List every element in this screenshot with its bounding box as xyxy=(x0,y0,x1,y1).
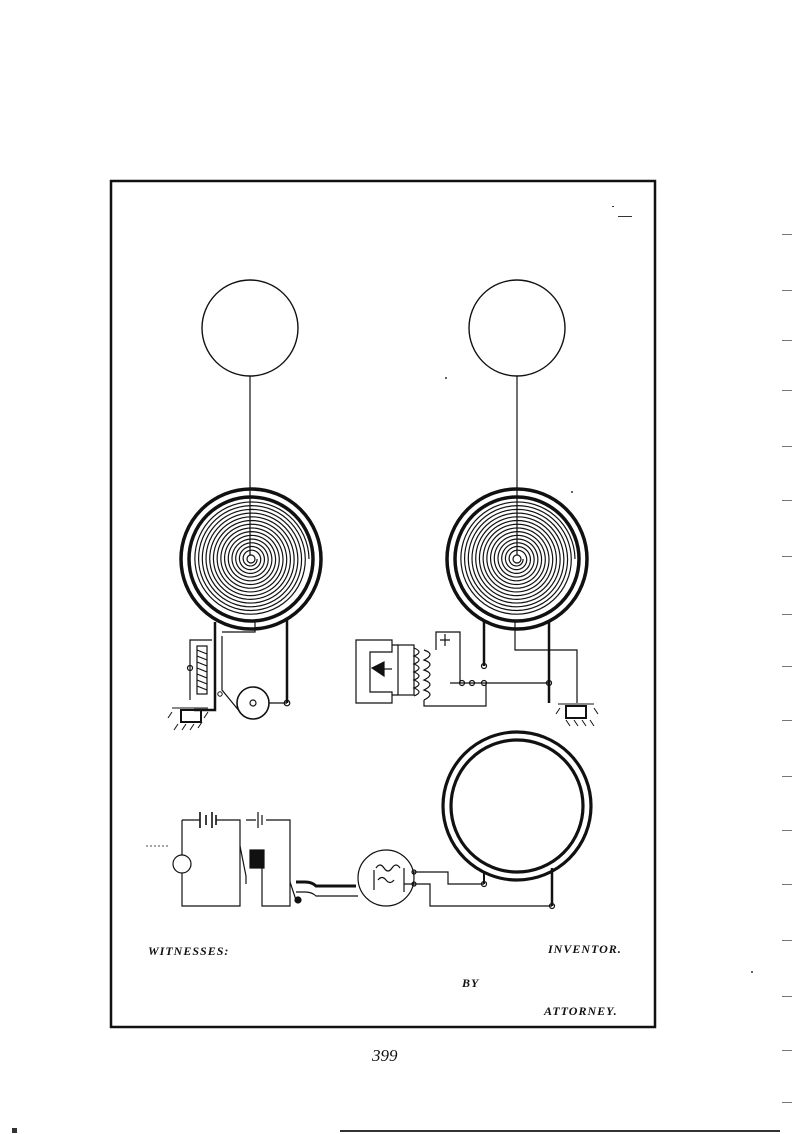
loop-antenna xyxy=(449,738,585,874)
margin-tick xyxy=(782,500,792,501)
right-station xyxy=(355,279,599,727)
attorney-label: ATTORNEY. xyxy=(544,1004,618,1018)
margin-tick xyxy=(782,340,792,341)
left-station xyxy=(167,279,323,731)
page-number: 399 xyxy=(372,1046,398,1065)
margin-tick xyxy=(782,884,792,885)
margin-tick xyxy=(782,720,792,721)
margin-tick xyxy=(782,1102,792,1103)
bottom-circuit xyxy=(146,730,593,910)
margin-tick xyxy=(782,446,792,447)
margin-tick xyxy=(782,614,792,615)
margin-tick xyxy=(782,776,792,777)
right-terminal-sphere xyxy=(468,279,566,377)
margin-tick xyxy=(782,234,792,235)
left-tuning-coil xyxy=(186,639,212,700)
spiral-center xyxy=(512,554,522,564)
right-ground-plate xyxy=(555,703,599,727)
right-receiver-transformer xyxy=(355,631,553,707)
margin-tick xyxy=(782,556,792,557)
drawing-frame xyxy=(109,179,657,1029)
left-spiral-coil xyxy=(194,501,310,615)
margin-tick xyxy=(782,940,792,941)
right-spiral-coil xyxy=(460,501,576,615)
lamp-indicator xyxy=(172,854,192,874)
margin-tick xyxy=(782,996,792,997)
witnesses-label: WITNESSES: xyxy=(148,944,230,958)
inventor-label: INVENTOR. xyxy=(548,942,622,956)
by-label: BY xyxy=(462,976,480,990)
margin-tick xyxy=(782,666,792,667)
spiral-winding xyxy=(194,501,310,615)
left-ground-plate xyxy=(167,707,209,731)
margin-tick xyxy=(782,390,792,391)
margin-specks xyxy=(12,206,780,1133)
margin-tick xyxy=(782,290,792,291)
left-generator xyxy=(217,636,291,720)
left-terminal-sphere xyxy=(201,279,299,377)
margin-tick xyxy=(782,830,792,831)
margin-tick xyxy=(782,1050,792,1051)
spiral-winding xyxy=(460,501,576,615)
relay-magnet xyxy=(249,849,265,869)
spiral-center xyxy=(246,554,256,564)
valve-bulb xyxy=(294,849,552,907)
